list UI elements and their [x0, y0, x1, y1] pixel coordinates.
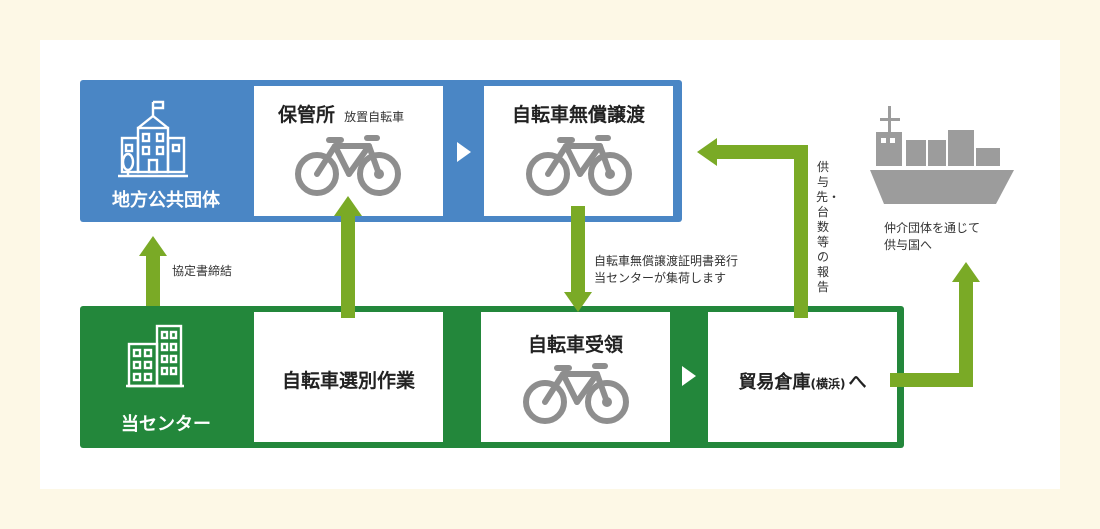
center-label: 当センター — [121, 414, 211, 435]
chevron-right-icon — [682, 366, 696, 386]
agreement-note: 協定書締結 — [172, 264, 233, 278]
warehouse-suffix: へ — [848, 372, 867, 393]
collection-arrow — [334, 196, 362, 318]
bicycle-icon — [523, 363, 629, 424]
ship-caption-line: 仲介団体を通じて — [884, 221, 981, 235]
storage-box: 保管所 放置自転車 — [254, 86, 443, 216]
transfer-title: 自転車無償譲渡 — [511, 104, 645, 126]
report-arrow — [697, 138, 808, 318]
chevron-right-icon — [457, 142, 471, 162]
report-note: 供与先・台数等の報告 — [816, 160, 841, 294]
certificate-arrow — [564, 206, 592, 312]
storage-title: 保管所 — [278, 104, 336, 126]
certificate-note-line: 自転車無償譲渡証明書発行 — [594, 254, 739, 268]
export-arrow — [890, 262, 980, 387]
warehouse-title: 貿易倉庫 — [738, 372, 811, 393]
office-building-icon — [126, 324, 184, 388]
school-building-icon — [118, 100, 188, 178]
ship-caption-line: 供与国へ — [884, 238, 933, 252]
storage-note: 放置自転車 — [344, 110, 405, 124]
receive-title: 自転車受領 — [527, 334, 623, 356]
agreement-arrow — [139, 236, 167, 306]
transfer-box: 自転車無償譲渡 — [484, 86, 673, 216]
sorting-box: 自転車選別作業 — [254, 312, 443, 442]
warehouse-box: 貿易倉庫(横浜)へ — [708, 312, 897, 442]
municipality-label: 地方公共団体 — [112, 190, 220, 211]
bicycle-icon — [295, 135, 401, 196]
cargo-ship-icon — [870, 106, 1014, 204]
certificate-note: 自転車無償譲渡証明書発行 当センターが集荷します — [594, 253, 738, 287]
sorting-title: 自転車選別作業 — [281, 370, 415, 392]
certificate-note-line: 当センターが集荷します — [594, 271, 727, 285]
bicycle-icon — [526, 135, 632, 196]
warehouse-location: (横浜) — [810, 377, 846, 391]
ship-caption: 仲介団体を通じて 供与国へ — [884, 220, 980, 254]
